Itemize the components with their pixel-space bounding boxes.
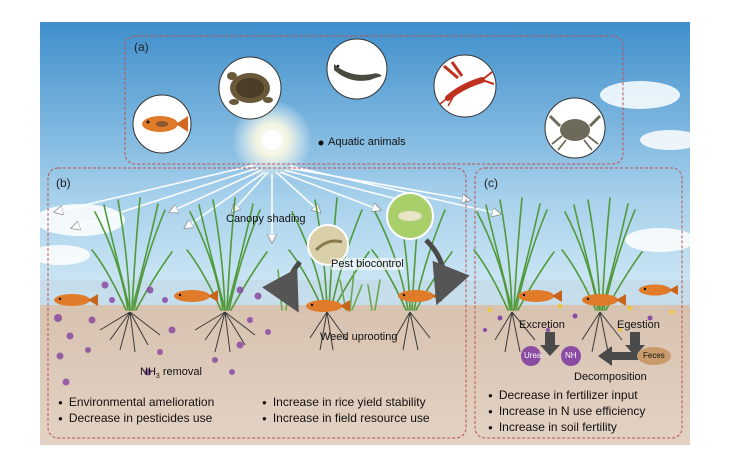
- bullet-item: Increase in field resource use: [262, 411, 430, 427]
- urea-label: Urea: [524, 351, 542, 360]
- pest-biocontrol-label: Pest biocontrol: [331, 258, 404, 270]
- nh-label: NH: [565, 351, 577, 360]
- bullet-item: Increase in rice yield stability: [262, 395, 430, 411]
- panel-c-tag: (c): [484, 176, 498, 190]
- bullet-item: Environmental amelioration: [58, 395, 214, 411]
- bullet-item: Decrease in pesticides use: [58, 411, 214, 427]
- insect-inset-icon: [386, 192, 434, 240]
- pest-inset-icon: [307, 224, 349, 266]
- nh3-bubbles: [54, 281, 271, 386]
- nh3-tail: removal: [159, 366, 202, 378]
- panel-a-frame: [124, 35, 624, 165]
- nh3-sub: 3: [155, 373, 160, 381]
- excretion-arrow: [540, 332, 560, 356]
- panel-b-bullets-right: Increase in rice yield stability Increas…: [262, 395, 430, 427]
- animal-fish-icon: [132, 94, 192, 154]
- nutrient-dots: [483, 303, 675, 332]
- panel-c-frame: [474, 167, 683, 439]
- excretion-label: Excretion: [519, 319, 565, 331]
- feces-label: Feces: [643, 351, 665, 360]
- bullet-item: Decrease in fertilizer input: [488, 388, 645, 404]
- caption-bullet: [318, 140, 324, 146]
- nh3-main: NH: [140, 366, 156, 378]
- bullet-item: Increase in N use efficiency: [488, 404, 646, 420]
- nh3-removal-label: NH3 removal: [140, 366, 202, 380]
- field-fish: [54, 284, 678, 312]
- canopy-shading-label: Canopy shading: [226, 213, 306, 225]
- rice-roots: [99, 311, 623, 353]
- curved-arrows: [262, 238, 470, 313]
- panel-b-frame: [47, 167, 467, 439]
- panel-b-bullets-left: Environmental amelioration Decrease in p…: [58, 395, 214, 427]
- clouds: [30, 81, 700, 265]
- panel-c-bullets: Decrease in fertilizer input Increase in…: [488, 388, 646, 436]
- panel-c-arrows: [540, 332, 645, 366]
- aquatic-animals-caption: Aquatic animals: [328, 136, 406, 148]
- animal-loach-icon: [326, 38, 388, 100]
- bullet-item: Increase in soil fertility: [488, 420, 645, 436]
- panel-c-markers: [521, 346, 671, 366]
- animal-turtle-icon: [218, 56, 282, 120]
- decomposition-arrow: [598, 346, 638, 366]
- decomposition-label: Decomposition: [574, 371, 647, 383]
- weed-uprooting-label: Weed uprooting: [320, 331, 398, 343]
- panel-a-tag: (a): [134, 40, 149, 54]
- animal-crayfish-icon: [433, 54, 497, 118]
- egestion-label: Egestion: [617, 319, 660, 331]
- panel-b-tag: (b): [56, 176, 71, 190]
- animal-crab-icon: [544, 97, 606, 159]
- egestion-arrow: [625, 332, 645, 356]
